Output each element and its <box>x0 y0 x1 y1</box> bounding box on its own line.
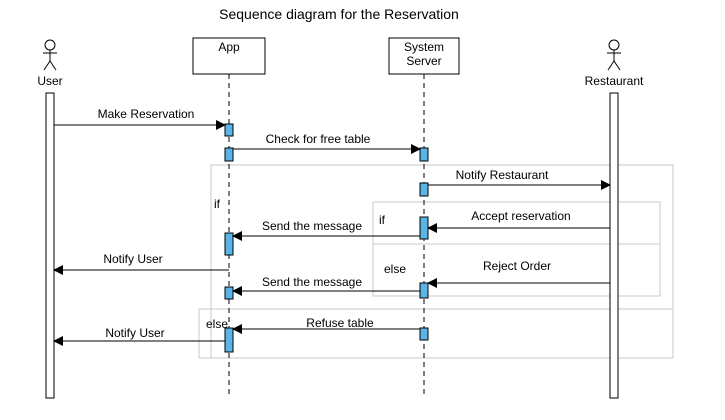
restaurant-participant-label: Restaurant <box>585 74 644 88</box>
app-activation-3 <box>224 232 234 256</box>
reject-order-label: Reject Order <box>483 259 551 273</box>
app-participant-box <box>192 37 266 75</box>
server-activation-3 <box>419 216 429 240</box>
restaurant-actor <box>607 39 621 71</box>
user-participant-label: User <box>37 74 62 88</box>
inner-else-label: else <box>384 262 406 276</box>
app-activation-1 <box>224 123 234 137</box>
diagram-title: Sequence diagram for the Reservation <box>219 6 459 22</box>
outer-if-label: if <box>214 197 221 211</box>
restaurant-lifeline-bar <box>609 92 619 399</box>
server-participant-label-line1: System <box>404 40 444 54</box>
inner-alt-fragment <box>372 201 661 297</box>
server-activation-2 <box>419 182 429 197</box>
make-reservation-label: Make Reservation <box>98 107 195 121</box>
outer-else-label: else <box>206 317 228 331</box>
server-activation-5 <box>419 327 429 341</box>
app-activation-4 <box>224 286 234 300</box>
user-actor-right-leg <box>49 60 57 71</box>
activation-bars <box>224 123 429 353</box>
app-participant-label: App <box>218 40 240 54</box>
send-message-2-label: Send the message <box>262 275 362 289</box>
app-activation-2 <box>224 147 234 162</box>
check-free-table-label: Check for free table <box>266 132 371 146</box>
accept-reservation-label: Accept reservation <box>471 209 570 223</box>
user-actor-head <box>44 39 56 51</box>
fragment-frames <box>198 164 674 359</box>
user-lifeline-bar <box>45 92 55 399</box>
refuse-table-label: Refuse table <box>306 316 374 330</box>
notify-restaurant-label: Notify Restaurant <box>456 168 549 182</box>
notify-user-1-label: Notify User <box>103 252 162 266</box>
inner-if-label: if <box>379 213 386 227</box>
server-participant-label-line2: Server <box>406 54 441 68</box>
messages <box>53 120 611 346</box>
restaurant-actor-right-leg <box>613 60 621 71</box>
user-actor <box>43 39 57 71</box>
server-participant-box <box>388 37 460 75</box>
send-message-1-label: Send the message <box>262 219 362 233</box>
server-activation-4 <box>419 282 429 299</box>
user-actor-left-leg <box>43 60 51 71</box>
restaurant-actor-head <box>608 39 620 51</box>
outer-alt-fragment <box>210 164 674 359</box>
server-activation-1 <box>419 147 429 162</box>
restaurant-actor-left-leg <box>607 60 615 71</box>
notify-user-2-label: Notify User <box>105 326 164 340</box>
app-activation-5 <box>224 327 234 353</box>
